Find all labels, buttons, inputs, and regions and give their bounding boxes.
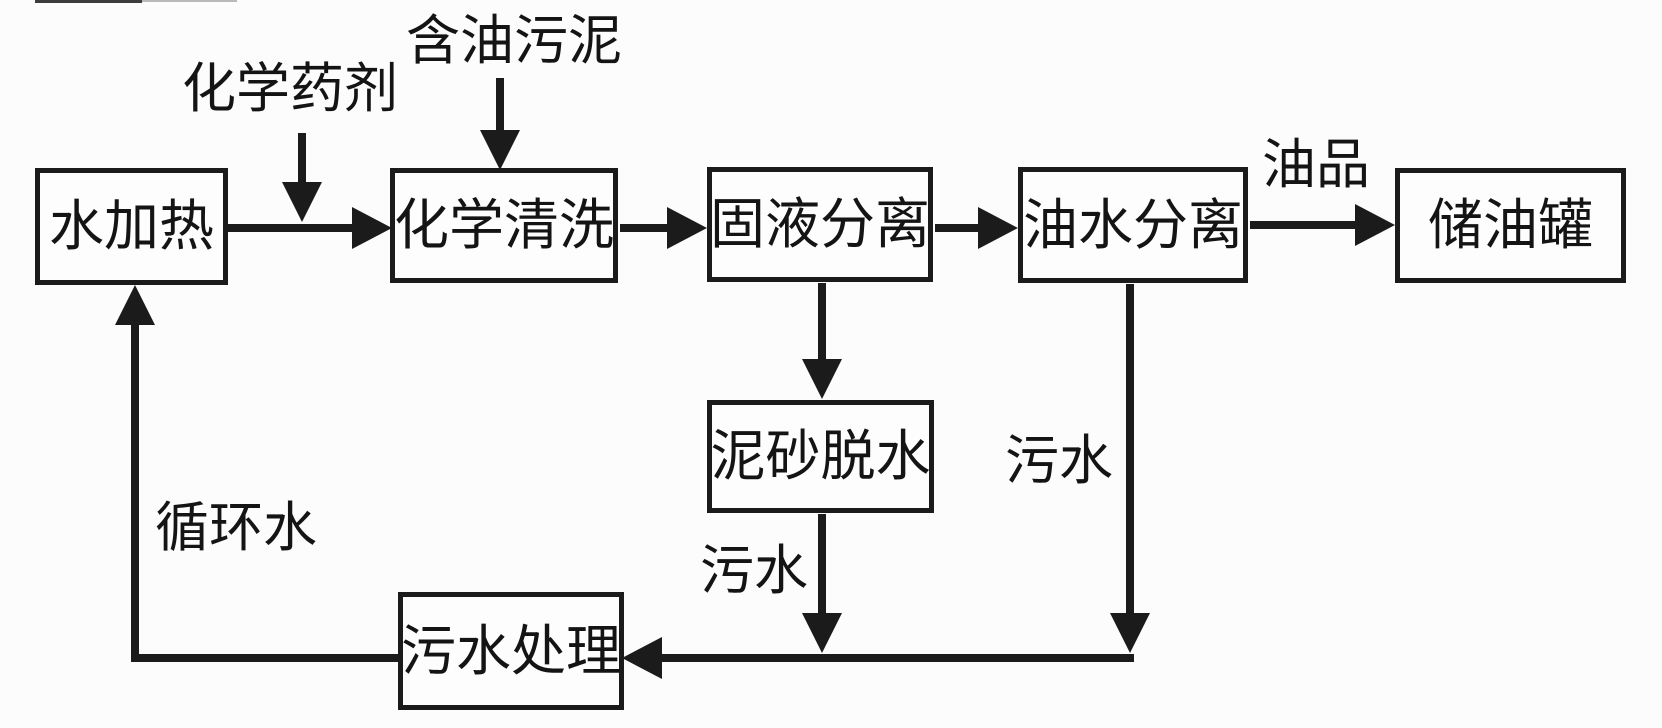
arrowhead-right	[667, 207, 707, 249]
label-oil-product: 油品	[1262, 135, 1370, 195]
arrowhead-up	[115, 285, 155, 325]
label-wastewater-left: 污水	[700, 541, 808, 601]
node-oil-water-separation: 油水分离	[1018, 167, 1248, 283]
node-oil-storage-tank: 储油罐	[1395, 168, 1626, 283]
arrow-segment	[131, 322, 139, 662]
arrowhead-down	[1110, 613, 1150, 653]
label-oily-sludge: 含油污泥	[406, 11, 622, 71]
arrow-segment	[818, 514, 826, 615]
node-chemical-cleaning: 化学清洗	[390, 168, 618, 283]
arrowhead-down	[802, 359, 842, 399]
arrowhead-down	[802, 613, 842, 653]
arrow-segment	[818, 283, 826, 362]
arrow-segment	[1126, 284, 1134, 615]
arrowhead-right	[1355, 204, 1395, 246]
arrow-segment	[935, 224, 981, 232]
arrow-segment	[1250, 221, 1358, 229]
arrowhead-right	[352, 207, 392, 249]
arrow-segment	[620, 224, 670, 232]
node-water-heating: 水加热	[35, 168, 228, 285]
node-sand-dewatering: 泥砂脱水	[707, 400, 934, 513]
arrowhead-left	[622, 637, 662, 679]
scan-artifact-line	[35, 0, 142, 3]
arrow-segment	[131, 654, 398, 662]
arrowhead-down	[282, 182, 322, 222]
scan-artifact-line	[142, 0, 237, 2]
arrowhead-down	[480, 130, 520, 170]
label-wastewater-right: 污水	[1005, 431, 1113, 491]
node-solid-liquid-separation: 固液分离	[707, 167, 933, 282]
label-chemical-agent: 化学药剂	[182, 59, 398, 119]
arrow-segment	[496, 78, 504, 133]
arrow-segment	[228, 224, 354, 232]
label-circulating-water: 循环水	[155, 498, 317, 558]
node-wastewater-treatment: 污水处理	[398, 592, 624, 710]
arrowhead-right	[978, 207, 1018, 249]
arrow-segment	[298, 133, 306, 185]
arrow-segment	[660, 654, 1134, 662]
